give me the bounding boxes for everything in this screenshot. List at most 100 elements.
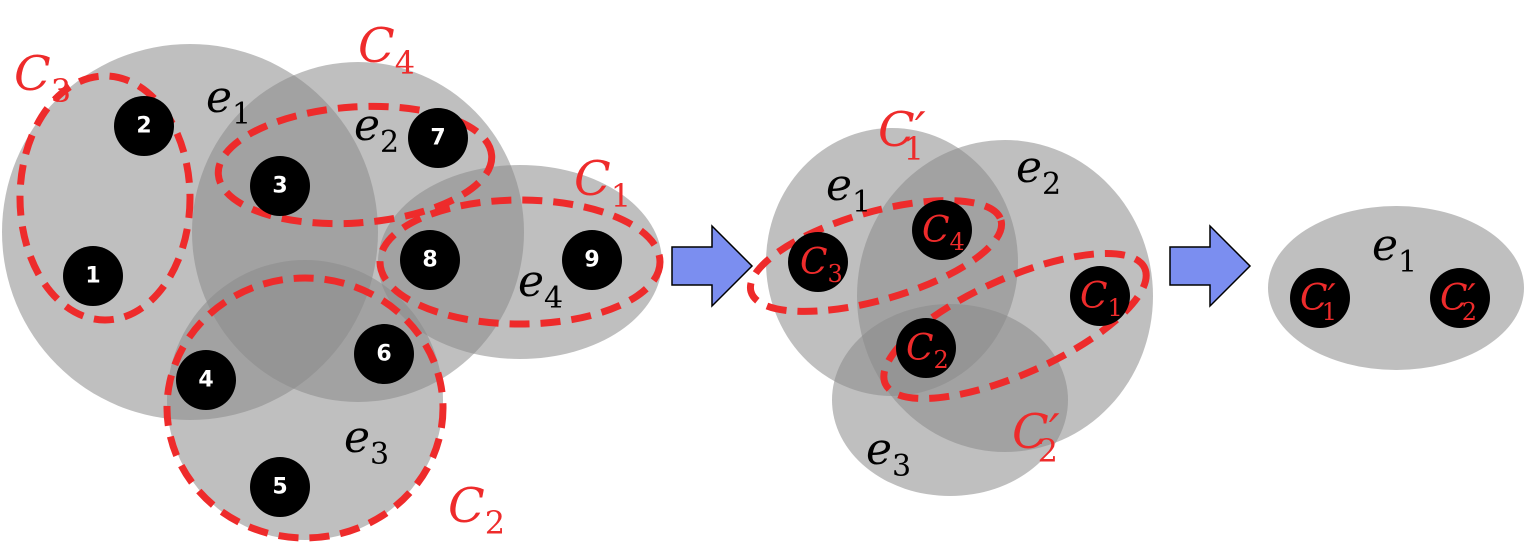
node-c1-prime-subscript: 1 xyxy=(1322,298,1337,326)
node-c1-label: C1 xyxy=(1080,276,1123,322)
hyperedge-e1-letter: e xyxy=(1372,220,1398,271)
cluster-c2-prime-subscript: 2 xyxy=(1038,432,1058,470)
hyperedge-e1-subscript: 1 xyxy=(852,185,871,220)
node-4-circle xyxy=(176,350,236,410)
node-c3-label: C3 xyxy=(800,242,843,288)
node-3: 3 xyxy=(250,156,310,216)
node-9: 9 xyxy=(562,230,622,290)
node-5-label: 5 xyxy=(272,475,287,500)
cluster-c1-prime-label: C′1 xyxy=(878,102,926,168)
stage-3-hypergraph: C′1 C′2 e1 xyxy=(1268,206,1524,370)
hyperedge-e3-label: e3 xyxy=(344,412,389,472)
cluster-c2-letter: C xyxy=(448,478,485,534)
hyperedge-e4-label: e4 xyxy=(518,256,563,316)
node-6: 6 xyxy=(354,324,414,384)
node-5: 5 xyxy=(250,457,310,517)
cluster-c1-label: C1 xyxy=(574,151,631,215)
cluster-c1-subscript: 1 xyxy=(611,177,631,215)
node-c1-circle xyxy=(1070,266,1130,326)
stage-1-hypergraph: 1 2 3 4 5 6 7 8 xyxy=(2,18,664,542)
cluster-c2-prime-mark: ′ xyxy=(1049,404,1060,460)
cluster-c2-prime-label: C′2 xyxy=(1012,404,1060,470)
hyperedge-e1-subscript: 1 xyxy=(1398,245,1417,280)
hyperedge-e1-subscript: 1 xyxy=(232,97,251,132)
cluster-c3-outline xyxy=(16,72,194,324)
node-3-circle xyxy=(250,156,310,216)
cluster-c1-prime-outline xyxy=(746,197,1006,315)
hyperedge-e1-label: e1 xyxy=(1372,220,1417,280)
node-c4-label: C4 xyxy=(922,210,965,256)
node-c1-prime-label: C′1 xyxy=(1300,278,1337,326)
node-c2-circle xyxy=(896,318,956,378)
node-c1-prime-letter: C xyxy=(1300,278,1328,319)
hyperedge-e1 xyxy=(1268,206,1524,370)
cluster-c1-prime-mark: ′ xyxy=(915,102,926,158)
cluster-c1-prime-subscript: 1 xyxy=(904,130,924,168)
hyperedge-e4-letter: e xyxy=(518,256,544,307)
node-7-label: 7 xyxy=(430,126,445,151)
hyperedge-e3-subscript: 3 xyxy=(892,449,911,484)
node-c1-subscript: 1 xyxy=(1108,294,1123,322)
node-c4: C4 xyxy=(912,200,972,260)
node-8-label: 8 xyxy=(422,248,437,273)
node-c2-prime-subscript: 2 xyxy=(1462,298,1477,326)
cluster-c3-label: C3 xyxy=(14,46,71,110)
cluster-c4-outline xyxy=(214,102,496,228)
cluster-c2-prime-letter: C xyxy=(1012,404,1049,460)
node-8-circle xyxy=(400,230,460,290)
node-5-circle xyxy=(250,457,310,517)
hyperedge-e3-subscript: 3 xyxy=(370,437,389,472)
hyperedge-e2-subscript: 2 xyxy=(1042,167,1061,202)
node-c2-letter: C xyxy=(906,328,934,369)
node-4-label: 4 xyxy=(198,368,213,393)
right-arrow-icon xyxy=(671,224,754,308)
node-c2-prime-label: C′2 xyxy=(1440,278,1477,326)
hyperedge-e2-letter: e xyxy=(354,100,380,151)
node-6-label: 6 xyxy=(376,342,391,367)
cluster-c1-outline xyxy=(376,196,664,328)
node-c2-prime-circle xyxy=(1430,268,1490,328)
cluster-c4-label: C4 xyxy=(358,18,415,82)
node-c1-prime-circle xyxy=(1290,268,1350,328)
node-c3-letter: C xyxy=(800,242,828,283)
cluster-c1-prime-letter: C xyxy=(878,102,915,158)
node-7: 7 xyxy=(408,108,468,168)
node-7-circle xyxy=(408,108,468,168)
hyperedge-e3-label: e3 xyxy=(866,424,911,484)
hyperedge-e2-label: e2 xyxy=(1016,142,1061,202)
cluster-c2-label: C2 xyxy=(448,478,505,542)
node-6-circle xyxy=(354,324,414,384)
hyperedge-e2-subscript: 2 xyxy=(380,125,399,160)
hyperedge-e3-letter: e xyxy=(866,424,892,475)
node-9-label: 9 xyxy=(584,248,599,273)
node-c3-subscript: 3 xyxy=(828,260,843,288)
cluster-c2-prime-outline xyxy=(880,249,1150,403)
cluster-c2-outline xyxy=(163,274,447,542)
node-c2-prime-mark: ′ xyxy=(1468,278,1476,319)
node-8: 8 xyxy=(400,230,460,290)
node-2: 2 xyxy=(114,96,174,156)
node-c2-label: C2 xyxy=(906,328,949,374)
node-c1-prime: C′1 xyxy=(1290,268,1350,328)
node-1-label: 1 xyxy=(85,264,100,289)
node-1: 1 xyxy=(63,246,123,306)
node-c4-circle xyxy=(912,200,972,260)
hyperedge-e2-letter: e xyxy=(1016,142,1042,193)
node-c2-subscript: 2 xyxy=(934,346,949,374)
node-c2-prime: C′2 xyxy=(1430,268,1490,328)
cluster-c1-letter: C xyxy=(574,151,611,207)
cluster-c2-subscript: 2 xyxy=(485,504,505,542)
node-3-label: 3 xyxy=(272,174,287,199)
node-1-circle xyxy=(63,246,123,306)
node-2-circle xyxy=(114,96,174,156)
node-c2: C2 xyxy=(896,318,956,378)
cluster-c4-subscript: 4 xyxy=(395,44,415,82)
node-c2-prime-letter: C xyxy=(1440,278,1468,319)
cluster-c3-letter: C xyxy=(14,46,51,102)
hyperedge-e3-letter: e xyxy=(344,412,370,463)
cluster-c4-letter: C xyxy=(358,18,395,74)
node-c3-circle xyxy=(788,232,848,292)
hyperedge-e4 xyxy=(378,165,662,359)
